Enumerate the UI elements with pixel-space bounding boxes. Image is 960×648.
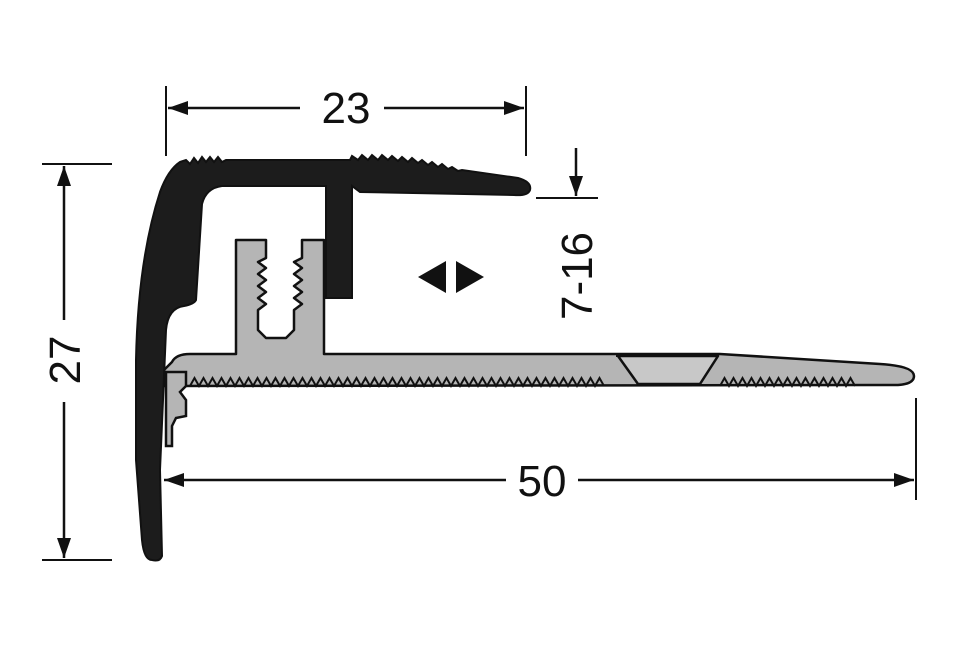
dimension-label-base-width: 50: [518, 457, 567, 506]
double-arrow-left-right-icon: [418, 261, 484, 293]
base-profile-hook: [164, 370, 188, 448]
dimension-base-width: 50: [164, 398, 917, 506]
dimension-label-top-width: 23: [322, 84, 371, 133]
dimension-height: 27: [41, 163, 112, 561]
base-profile-insert: [616, 354, 720, 386]
dimension-label-adjustable-gap: 7-16: [553, 232, 602, 320]
dimension-adjustable-gap: 7-16: [536, 148, 602, 320]
base-profile-body: [162, 238, 916, 388]
nosing-profile: [135, 153, 532, 562]
dimension-top-width: 23: [165, 84, 527, 156]
nosing-profile-body: [135, 153, 532, 562]
base-profile: [162, 238, 916, 448]
dimension-label-height: 27: [41, 336, 90, 385]
base-profile-serration: [189, 375, 856, 389]
